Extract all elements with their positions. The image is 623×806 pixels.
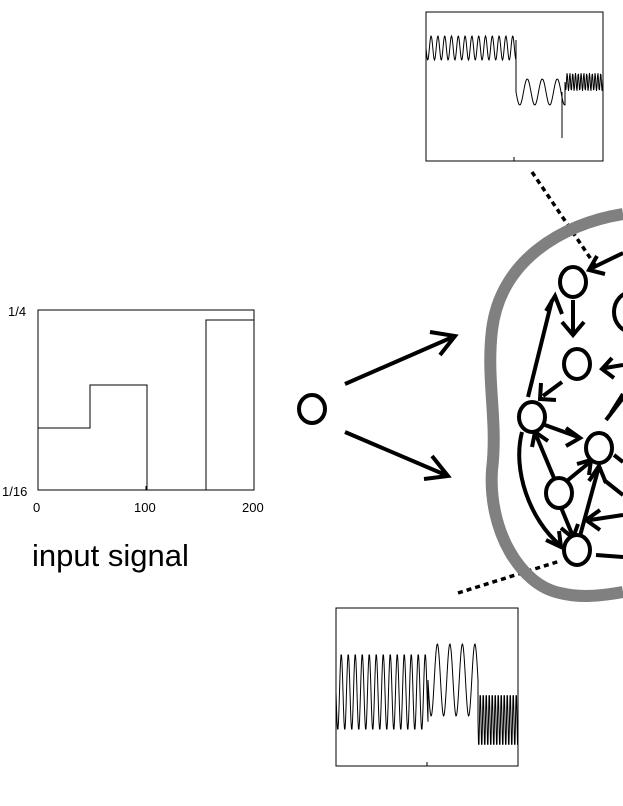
edge — [534, 434, 556, 479]
reservoir-node — [562, 347, 592, 381]
reservoir-boundary — [484, 208, 623, 602]
edge-head — [544, 291, 564, 315]
edge — [609, 392, 623, 415]
reservoir-node — [544, 476, 574, 510]
edge-head — [545, 530, 564, 551]
edge-head — [585, 255, 606, 276]
edge — [566, 460, 592, 482]
arrow-down-head — [423, 454, 452, 481]
top-output-waveform — [426, 34, 603, 138]
input-node — [297, 393, 327, 425]
input-node-group — [297, 330, 459, 481]
x-tick-label-0: 0 — [33, 500, 40, 515]
reservoir-node — [517, 400, 547, 434]
edge — [558, 504, 574, 535]
bottom-output-waveform — [336, 643, 518, 745]
edge-head — [537, 382, 557, 402]
edge-head — [582, 508, 602, 532]
arrow-down-shaft — [344, 430, 449, 478]
edge — [578, 469, 600, 537]
edge-head — [599, 356, 616, 380]
reservoir-node — [584, 431, 614, 465]
edge — [541, 380, 564, 398]
chart-frame — [37, 309, 255, 491]
edge — [602, 478, 623, 497]
reservoir-node-partial — [612, 292, 623, 332]
y-bottom-label: 1/16 — [2, 484, 27, 499]
edge-head — [564, 426, 584, 448]
reservoir-network — [484, 208, 623, 602]
top-dashed-connector — [530, 171, 599, 269]
arrow-up-head — [429, 330, 459, 357]
arrow-up-shaft — [344, 334, 456, 386]
top-output-plot — [425, 11, 604, 162]
edge — [517, 431, 562, 547]
input-signal-chart: 1/4 1/16 0 100 200 — [2, 304, 264, 515]
edge — [526, 299, 554, 398]
input-signal-caption: input signal — [32, 538, 189, 573]
x-tick-label-200: 200 — [242, 500, 264, 515]
reservoir-node — [558, 265, 588, 299]
edge-head — [587, 461, 608, 484]
x-tick-label-100: 100 — [134, 500, 156, 515]
y-top-label: 1/4 — [8, 304, 26, 319]
network-nodes — [517, 265, 623, 567]
edge — [589, 513, 623, 522]
edge — [591, 251, 623, 270]
edge — [595, 553, 623, 559]
reservoir-node — [562, 533, 592, 567]
edge-head — [560, 320, 586, 339]
bottom-output-plot — [335, 607, 519, 767]
edge — [612, 453, 623, 464]
edge — [604, 363, 623, 370]
input-signal-line — [38, 319, 254, 491]
